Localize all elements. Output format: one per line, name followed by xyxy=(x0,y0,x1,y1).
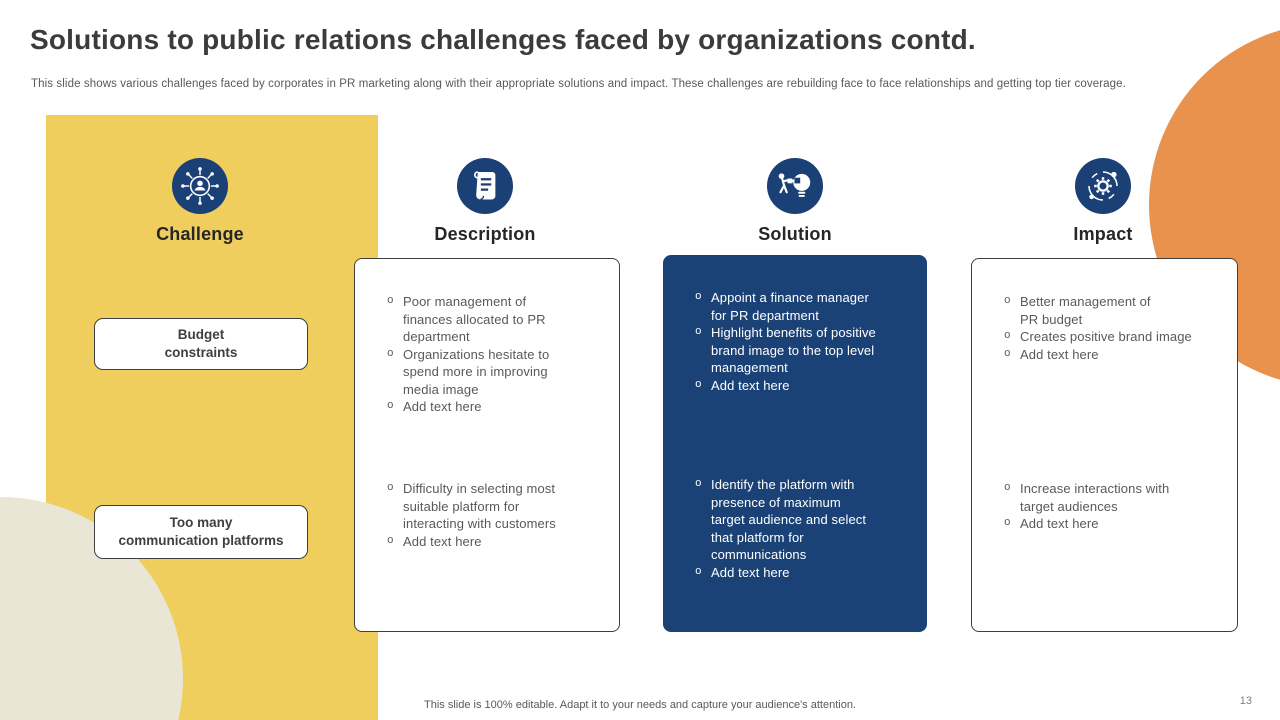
column-header-challenge: Challenge xyxy=(100,158,300,245)
challenge-box-budget-constraints: Budget constraints xyxy=(94,318,308,370)
bullet-marker: o xyxy=(387,534,394,547)
bullet-marker: o xyxy=(695,565,702,578)
column-header-description: Description xyxy=(385,158,585,245)
bullet-marker: o xyxy=(387,347,394,360)
document-scroll-icon xyxy=(457,158,513,214)
bullet-marker: o xyxy=(1004,482,1011,494)
bullet-marker: o xyxy=(387,400,394,412)
bullet-marker: o xyxy=(1004,330,1011,342)
bullet-marker: o xyxy=(387,482,394,494)
bullet-marker: o xyxy=(1004,347,1011,360)
column-label-challenge: Challenge xyxy=(156,224,244,244)
gear-orbit-icon xyxy=(1075,158,1131,214)
bullet-marker: o xyxy=(695,478,702,490)
page-title: Solutions to public relations challenges… xyxy=(30,24,976,55)
bullet-marker: o xyxy=(387,295,394,307)
column-header-solution: Solution xyxy=(695,158,895,245)
column-label-impact: Impact xyxy=(1073,224,1133,244)
bullet-marker: o xyxy=(695,378,702,391)
column-header-impact: Impact xyxy=(1003,158,1203,245)
people-network-icon xyxy=(172,158,228,214)
challenge-box-communication-platforms: Too many communication platforms xyxy=(94,505,308,559)
puzzle-lightbulb-icon xyxy=(767,158,823,214)
editable-note: This slide is 100% editable. Adapt it to… xyxy=(424,699,856,711)
bullet-marker: o xyxy=(1004,517,1011,529)
slide-subtitle: This slide shows various challenges face… xyxy=(31,78,1126,90)
page-number: 13 xyxy=(1239,695,1252,707)
column-label-solution: Solution xyxy=(758,224,832,244)
bullet-marker: o xyxy=(695,291,702,303)
bullet-marker: o xyxy=(695,326,702,338)
column-label-description: Description xyxy=(434,224,536,244)
bullet-marker: o xyxy=(1004,295,1011,307)
